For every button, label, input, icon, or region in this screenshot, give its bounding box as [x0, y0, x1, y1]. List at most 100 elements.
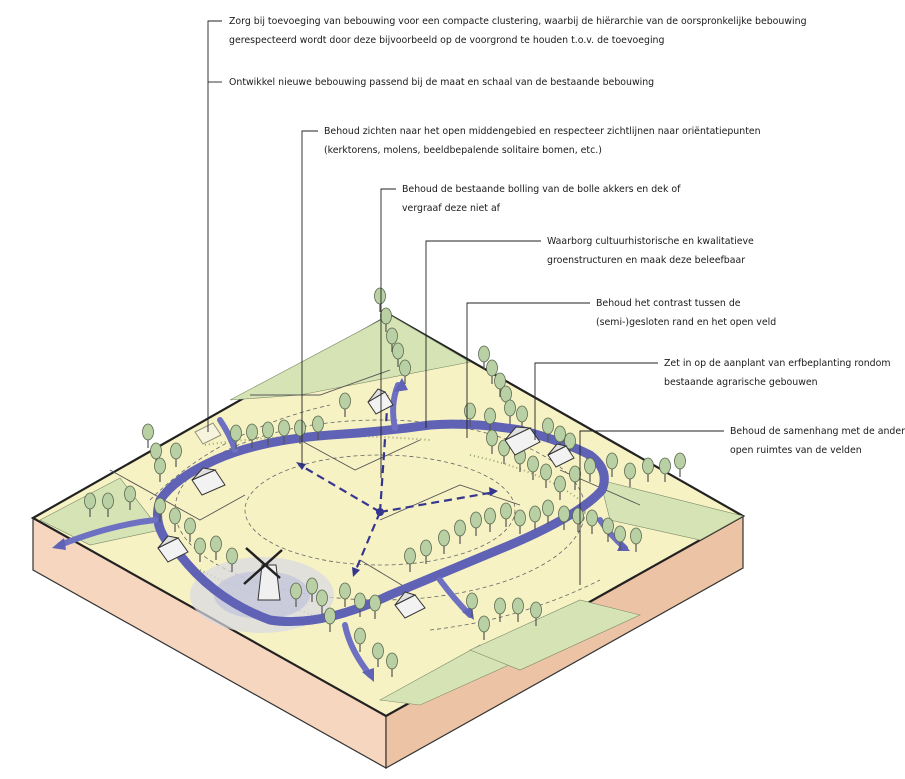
tree-crown: [606, 452, 618, 470]
tree: [540, 463, 552, 488]
leader-a7: [534, 362, 658, 440]
tree: [374, 287, 386, 312]
sight-lines: [299, 394, 496, 573]
tree: [154, 457, 166, 482]
tree-crown: [316, 589, 328, 607]
tree-crown: [372, 642, 384, 660]
tree: [606, 452, 618, 477]
tree: [324, 607, 336, 632]
tree-crown: [659, 457, 671, 475]
tree: [102, 492, 114, 517]
tree: [380, 307, 392, 332]
annotation-contrast-line-1: Behoud het contrast tussen de: [596, 298, 741, 309]
tree: [569, 465, 581, 490]
tree-crown: [470, 511, 482, 529]
tree: [194, 537, 206, 562]
tree: [542, 417, 554, 442]
tree: [558, 505, 570, 530]
annotation-bolling-line-1: Behoud de bestaande bolling van de bolle…: [402, 184, 681, 195]
tree: [494, 597, 506, 622]
annotation-coherence-line-2: open ruimtes van de velden: [730, 445, 862, 456]
sight-center: [376, 508, 384, 516]
tree-crown: [294, 419, 306, 437]
tree: [170, 442, 182, 467]
green-field-top: [229, 314, 471, 401]
farm-buildings: [157, 388, 575, 619]
tree: [478, 345, 490, 370]
tree: [420, 539, 432, 564]
tree-crown: [554, 475, 566, 493]
tree: [527, 455, 539, 480]
tree-crown: [454, 519, 466, 537]
tree-crown: [674, 452, 686, 470]
tree-crown: [514, 509, 526, 527]
tree-crown: [124, 485, 136, 503]
annotation-clustering: Zorg bij toevoeging van bebouwing voor e…: [229, 12, 807, 50]
tree: [494, 372, 506, 397]
annotation-clustering-line-1: Zorg bij toevoeging van bebouwing voor e…: [229, 16, 807, 27]
tree-crown: [602, 517, 614, 535]
sight-line-arrowheads: [296, 462, 498, 577]
tree-crown: [184, 517, 196, 535]
tree: [659, 457, 671, 482]
tree-crown: [230, 424, 242, 442]
tree-crown: [84, 492, 96, 510]
tree-crown: [194, 537, 206, 555]
tree: [312, 415, 324, 440]
tree: [602, 517, 614, 542]
leader-a4: [380, 188, 396, 478]
arrow-right: [489, 487, 498, 496]
leader-a6: [466, 302, 590, 438]
tree-crown: [404, 547, 416, 565]
tree-crown: [569, 465, 581, 483]
tree: [404, 547, 416, 572]
annotation-green-structures-line-2: groenstructuren en maak deze beleefbaar: [547, 255, 746, 266]
tree-crown: [466, 592, 478, 610]
annotation-contrast-line-2: (semi-)gesloten rand en het open veld: [596, 317, 777, 328]
tree-crown: [154, 497, 166, 515]
windmill-blade-1: [245, 547, 281, 579]
tree: [486, 429, 498, 454]
route-loop: [153, 419, 609, 627]
annotation-contrast: Behoud het contrast tussen de (semi-)ges…: [596, 294, 776, 332]
leader-a3: [301, 130, 318, 465]
tree: [386, 652, 398, 677]
tree: [246, 423, 258, 448]
tree: [530, 601, 542, 626]
tree: [184, 517, 196, 542]
leader-lines: [207, 20, 724, 585]
tree-crown: [386, 652, 398, 670]
windmill-body: [257, 564, 281, 601]
tree: [642, 457, 654, 482]
annotation-erfbeplanting-line-2: bestaande agrarische gebouwen: [664, 377, 818, 388]
annotation-erfbeplanting: Zet in op de aanplant van erfbeplanting …: [664, 354, 890, 392]
tree: [278, 419, 290, 444]
windmill-blade-2: [243, 549, 283, 585]
annotation-green-structures-line-1: Waarborg cultuurhistorische en kwalitati…: [547, 236, 754, 247]
tree: [478, 615, 490, 640]
annotation-scale: Ontwikkel nieuwe bebouwing passend bij d…: [229, 73, 654, 92]
tree-crown: [102, 492, 114, 510]
tree-crown: [154, 457, 166, 475]
annotation-views-line-2: (kerktorens, molens, beeldbepalende soli…: [324, 145, 602, 156]
tree: [630, 527, 642, 552]
farm-building-5: [547, 443, 575, 468]
tree-crown: [500, 502, 512, 520]
tree-crown: [486, 429, 498, 447]
tree: [512, 597, 524, 622]
leader-a8: [579, 430, 724, 585]
tree-crown: [498, 439, 510, 457]
route-arrow-left: [52, 538, 66, 550]
tree: [542, 499, 554, 524]
tree: [169, 507, 181, 532]
green-field-right: [599, 479, 744, 541]
tree-crown: [554, 425, 566, 443]
tree-crown: [542, 499, 554, 517]
green-fields: [39, 314, 744, 706]
tree: [372, 642, 384, 667]
tree-crown: [380, 307, 392, 325]
route-arrow-top: [394, 378, 408, 392]
tree-layer: [84, 287, 686, 677]
tree: [674, 452, 686, 477]
